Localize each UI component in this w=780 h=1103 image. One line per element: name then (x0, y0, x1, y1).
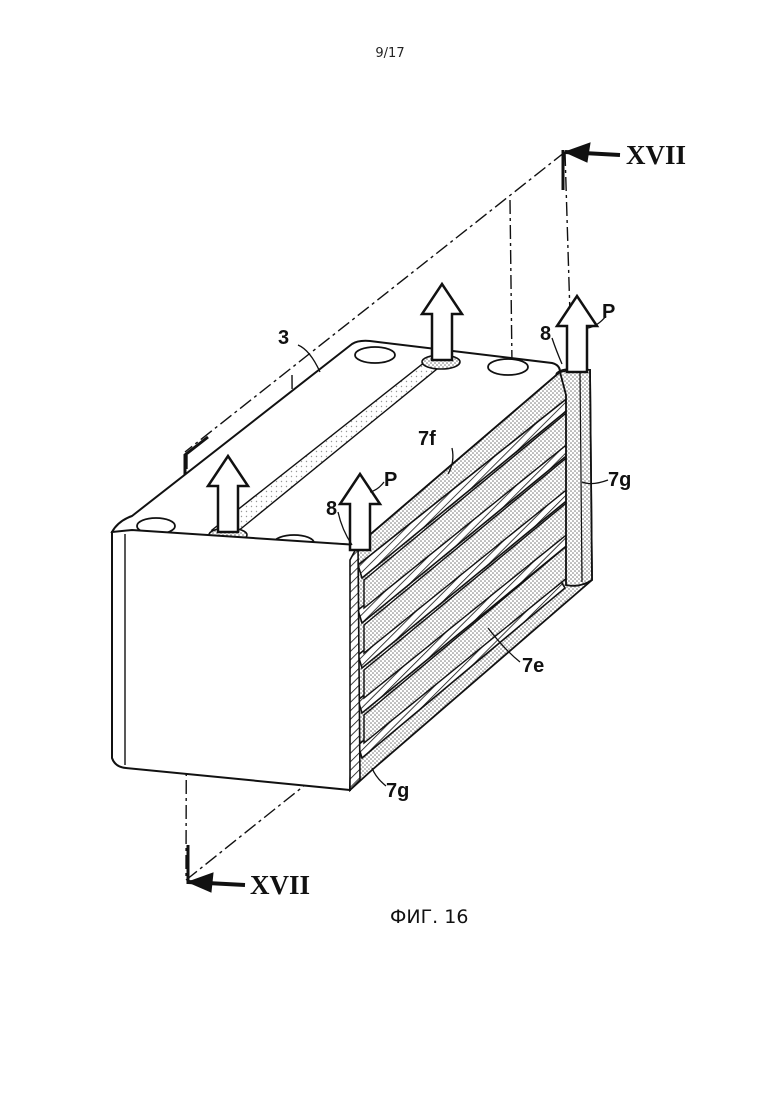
flow-arrow-4 (557, 296, 597, 372)
label-p-left: P (384, 469, 397, 491)
section-arrow-top (563, 143, 620, 190)
figure-caption: ФИГ. 16 (390, 906, 510, 928)
section-arrow-bottom (188, 845, 245, 892)
label-8-right: 8 (540, 323, 551, 345)
label-7f: 7f (418, 428, 436, 450)
label-8-left: 8 (326, 498, 337, 520)
label-3: 3 (278, 327, 289, 349)
section-label-top: XVII (626, 140, 686, 170)
section-label-bottom: XVII (250, 870, 310, 900)
label-p-right: P (602, 301, 615, 323)
block-front-face (112, 530, 358, 790)
label-7g-bottom: 7g (386, 780, 409, 802)
label-7g-right: 7g (608, 469, 631, 491)
label-7e: 7e (522, 655, 544, 677)
